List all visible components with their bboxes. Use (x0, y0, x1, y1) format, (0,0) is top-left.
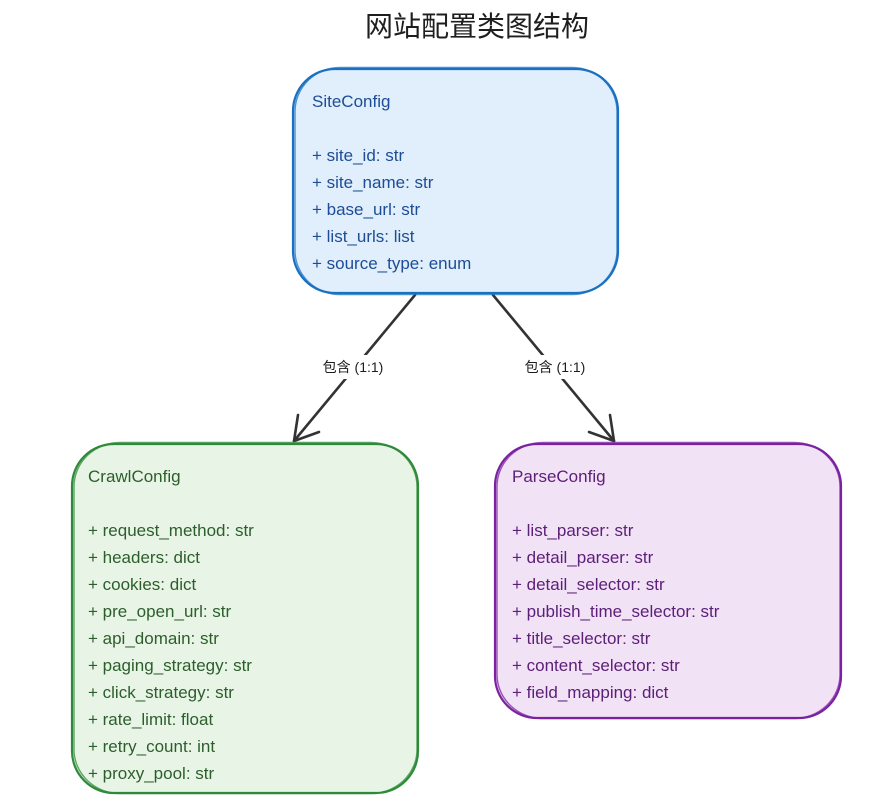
attribute-pre-open-url: + pre_open_url: str (88, 602, 232, 621)
class-name: SiteConfig (312, 92, 390, 111)
attribute-detail-selector: + detail_selector: str (512, 575, 665, 594)
attribute-click-strategy: + click_strategy: str (88, 683, 234, 702)
arrowhead-icon (587, 413, 616, 443)
class-box-sketch-outline (496, 441, 841, 720)
attribute-rate-limit: + rate_limit: float (88, 710, 213, 729)
relation-label-background (306, 355, 400, 379)
attribute-content-selector: + content_selector: str (512, 656, 680, 675)
attribute-source-type: + source_type: enum (312, 254, 471, 273)
attribute-list-parser: + list_parser: str (512, 521, 634, 540)
attribute-field-mapping: + field_mapping: dict (512, 683, 669, 702)
attribute-request-method: + request_method: str (88, 521, 254, 540)
relation-site-to-parse: 包含 (1:1) (491, 293, 616, 443)
attribute-title-selector: + title_selector: str (512, 629, 651, 648)
attribute-site-id: + site_id: str (312, 146, 404, 165)
diagram-title: 网站配置类图结构 (365, 11, 589, 42)
class-box-outline (291, 67, 620, 295)
class-box-parse-config: ParseConfig + list_parser: str + detail_… (493, 441, 843, 720)
attribute-detail-parser: + detail_parser: str (512, 548, 654, 567)
attribute-base-url: + base_url: str (312, 200, 421, 219)
relation-label: 包含 (1:1) (525, 359, 586, 375)
attribute-headers: + headers: dict (88, 548, 200, 567)
relation-site-to-crawl: 包含 (1:1) (292, 293, 417, 443)
attribute-paging-strategy: + paging_strategy: str (88, 656, 252, 675)
attribute-site-name: + site_name: str (312, 173, 434, 192)
attribute-publish-time-selector: + publish_time_selector: str (512, 602, 720, 621)
class-name: ParseConfig (512, 467, 606, 486)
attribute-retry-count: + retry_count: int (88, 737, 215, 756)
arrowhead-icon (292, 413, 321, 443)
attribute-api-domain: + api_domain: str (88, 629, 219, 648)
attribute-list-urls: + list_urls: list (312, 227, 415, 246)
class-box-sketch-outline (294, 66, 618, 296)
relation-label-background (508, 355, 602, 379)
class-box-sketch-outline (73, 441, 418, 795)
attribute-cookies: + cookies: dict (88, 575, 196, 594)
class-box-site-config: SiteConfig + site_id: str + site_name: s… (291, 66, 620, 296)
attribute-proxy-pool: + proxy_pool: str (88, 764, 214, 783)
class-box-crawl-config: CrawlConfig + request_method: str + head… (70, 441, 420, 795)
relation-label: 包含 (1:1) (323, 359, 384, 375)
class-name: CrawlConfig (88, 467, 181, 486)
